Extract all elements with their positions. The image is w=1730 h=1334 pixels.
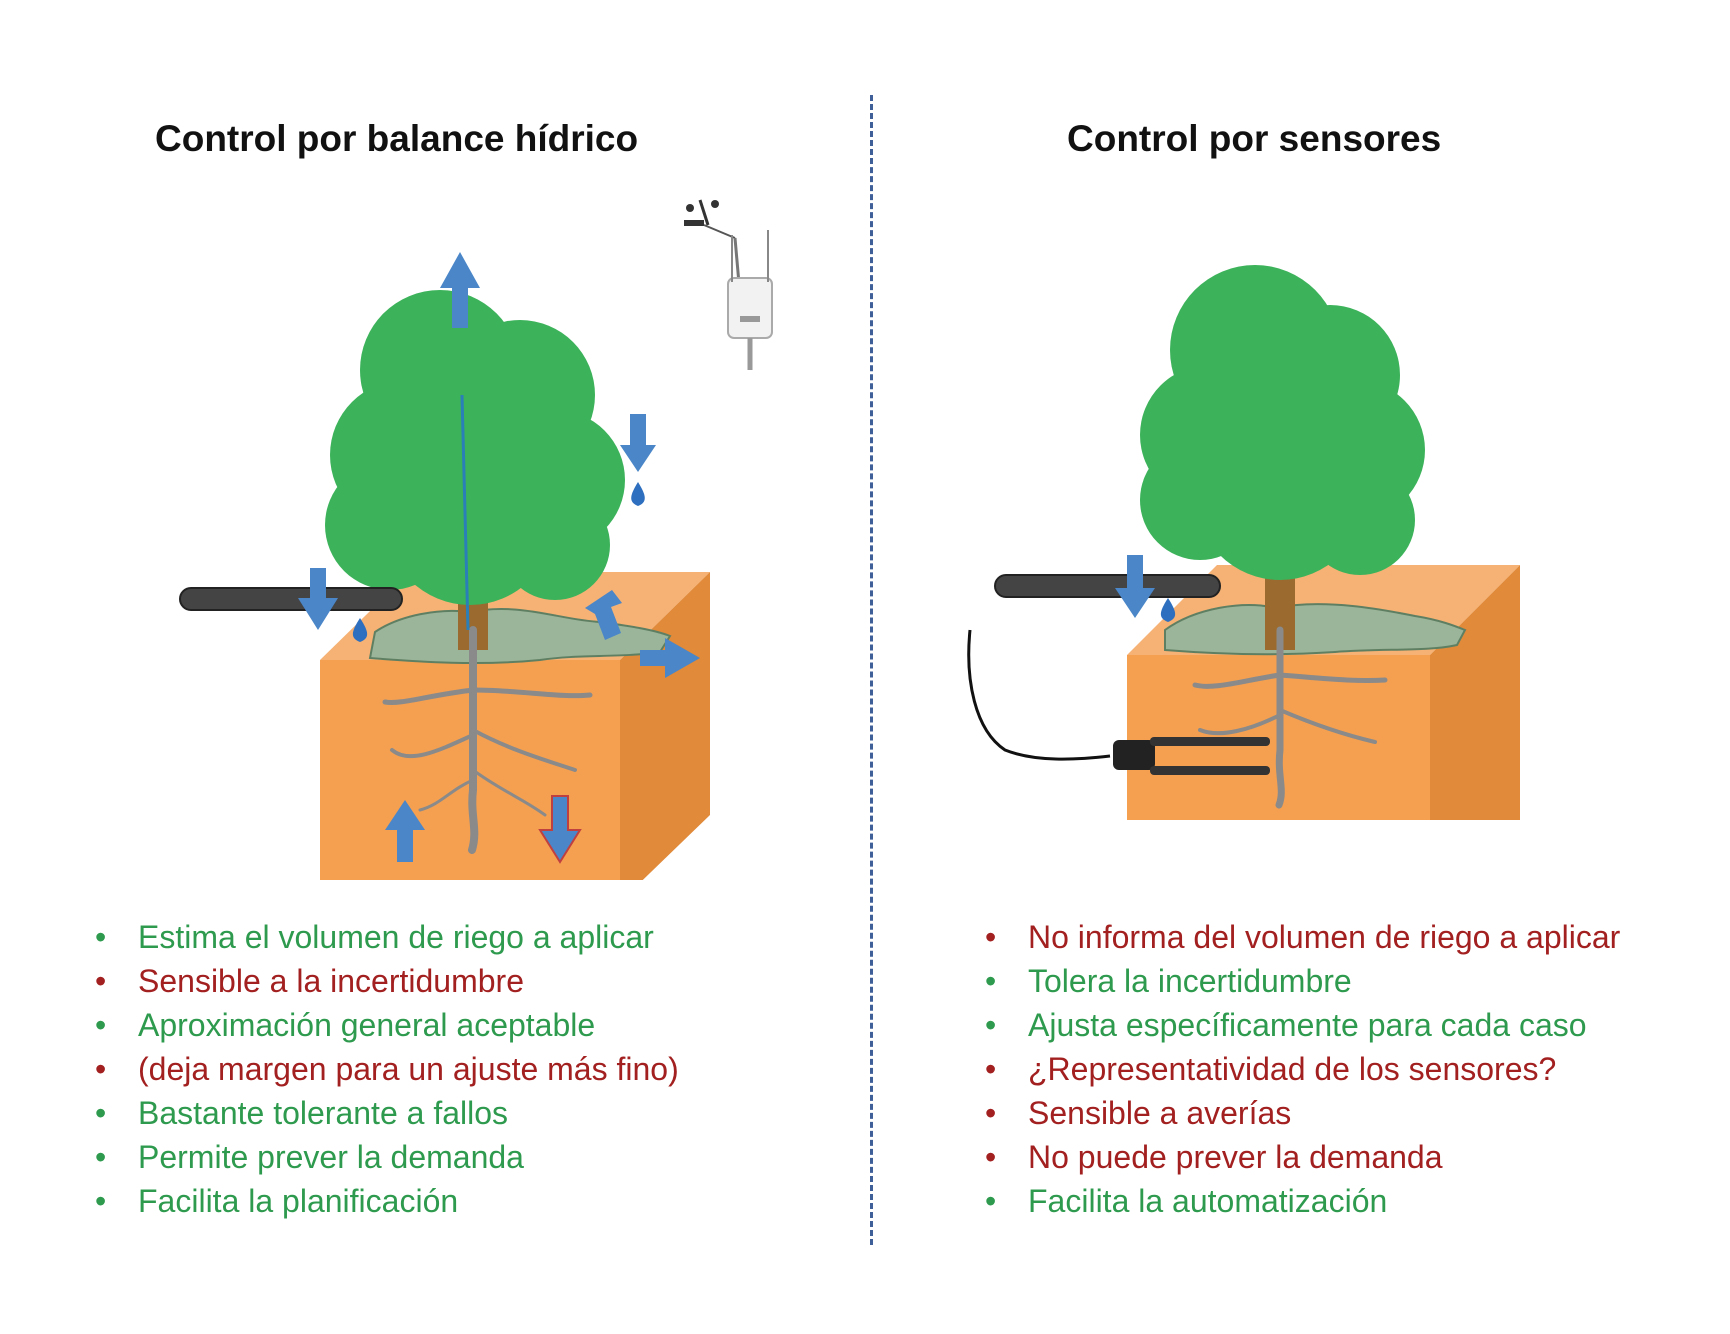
- list-item: • No informa del volumen de riego a aplic…: [985, 915, 1620, 959]
- list-item-text: Facilita la automatización: [1028, 1183, 1388, 1219]
- bullet: •: [95, 919, 107, 955]
- water-balance-list: • Estima el volumen de riego a aplicar • S…: [95, 915, 679, 1223]
- irrigation-arrow-icon: [1115, 555, 1155, 618]
- transpiration-arrow-icon: [440, 252, 480, 328]
- irrigation-pipe: [994, 574, 1221, 598]
- bullet: •: [95, 1183, 107, 1219]
- evaporation-arrow-icon: [585, 590, 622, 640]
- bullet: •: [95, 1139, 107, 1175]
- list-item: • Facilita la planificación: [95, 1179, 679, 1223]
- list-item: • Aproximación general aceptable: [95, 1003, 679, 1047]
- bullet: •: [95, 1095, 107, 1131]
- bullet: •: [985, 1183, 997, 1219]
- list-item: • No puede prever la demanda: [985, 1135, 1620, 1179]
- soil-moisture-sensor-icon: [967, 629, 1270, 775]
- list-item: • Facilita la automatización: [985, 1179, 1620, 1223]
- weather-station-icon: [684, 199, 773, 370]
- irrigation-pipe: [179, 587, 403, 611]
- flux-arrows: [298, 252, 700, 864]
- irrigation-arrow-icon: [298, 568, 338, 630]
- list-item-text: No informa del volumen de riego a aplica…: [1028, 919, 1621, 955]
- list-item-text: Sensible a la incertidumbre: [138, 963, 524, 999]
- tree-roots: [1192, 626, 1388, 809]
- tree-roots: [382, 626, 593, 854]
- sensor-panel: Control por sensores: [865, 0, 1730, 1334]
- list-item: • Sensible a la incertidumbre: [95, 959, 679, 1003]
- list-item: • Ajusta específicamente para cada caso: [985, 1003, 1620, 1047]
- list-item-text: Aproximación general aceptable: [138, 1007, 596, 1043]
- capillary-rise-arrow-icon: [385, 800, 425, 862]
- list-item-text: Tolera la incertidumbre: [1028, 963, 1352, 999]
- water-balance-title: Control por balance hídrico: [155, 118, 639, 159]
- runoff-arrow-icon: [640, 638, 700, 678]
- list-item-text: Facilita la planificación: [138, 1183, 459, 1219]
- tree-canopy: [1140, 265, 1425, 580]
- list-item: • Sensible a averías: [985, 1091, 1620, 1135]
- water-drop-icon: [1160, 598, 1176, 622]
- sensor-title: Control por sensores: [1067, 118, 1442, 159]
- list-item: • Bastante tolerante a fallos: [95, 1091, 679, 1135]
- list-item-text: Estima el volumen de riego a aplicar: [138, 919, 654, 955]
- list-item-text: Sensible a averías: [1028, 1095, 1292, 1131]
- list-item-text: No puede prever la demanda: [1028, 1139, 1443, 1175]
- list-item-text: Ajusta específicamente para cada caso: [1028, 1007, 1587, 1043]
- water-drop-icon: [631, 482, 645, 506]
- water-balance-panel: Control por balance hídrico: [95, 118, 773, 1223]
- bullet: •: [985, 1007, 997, 1043]
- rain-arrow-icon: [620, 414, 656, 472]
- list-item-text: Bastante tolerante a fallos: [138, 1095, 509, 1131]
- list-item: • Estima el volumen de riego a aplicar: [95, 915, 679, 959]
- list-item: • ¿Representatividad de los sensores?: [985, 1047, 1620, 1091]
- bullet: •: [985, 1095, 997, 1131]
- list-item: • Permite prever la demanda: [95, 1135, 679, 1179]
- bullet: •: [95, 1007, 107, 1043]
- panel-divider: [870, 95, 873, 1245]
- list-item-text: Permite prever la demanda: [138, 1139, 524, 1175]
- list-item-text: (deja margen para un ajuste más fino): [138, 1051, 679, 1087]
- sensor-illustration: [967, 265, 1520, 820]
- bullet: •: [985, 963, 997, 999]
- bullet: •: [985, 919, 997, 955]
- water-drop-icon: [352, 618, 368, 642]
- bullet: •: [985, 1139, 997, 1175]
- bullet: •: [985, 1051, 997, 1087]
- bullet: •: [95, 963, 107, 999]
- bullet: •: [95, 1051, 107, 1087]
- list-item: • (deja margen para un ajuste más fino): [95, 1047, 679, 1091]
- sensor-list: • No informa del volumen de riego a aplic…: [985, 915, 1620, 1223]
- drainage-arrow-icon: [538, 795, 582, 864]
- list-item-text: ¿Representatividad de los sensores?: [1028, 1051, 1557, 1087]
- tree-canopy: [325, 290, 625, 605]
- list-item: • Tolera la incertidumbre: [985, 959, 1620, 1003]
- water-balance-illustration: [179, 199, 773, 880]
